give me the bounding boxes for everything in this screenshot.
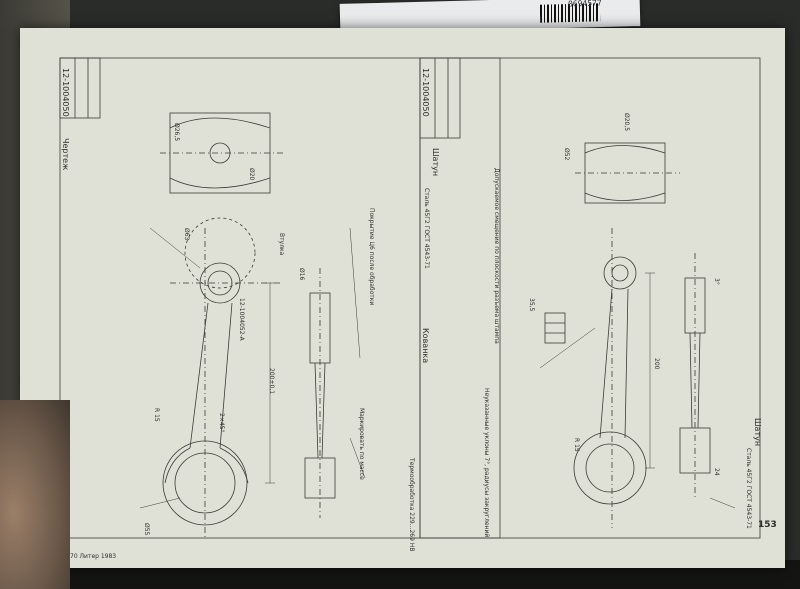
left-dim-4: R 15 <box>153 408 160 422</box>
right-note-1: Допускаемое смещение по плоскости разъем… <box>493 168 500 344</box>
left-dim-6: 2×45° <box>218 413 225 433</box>
left-note-2: Термообработка 229...269 НВ <box>408 458 415 552</box>
page-number: 153 <box>758 520 777 530</box>
left-rod-side-view <box>304 268 336 518</box>
right-dim-7: 24 <box>713 468 720 476</box>
left-dim-2: Ø20 <box>248 168 255 181</box>
hand-holding-sheet <box>0 400 70 589</box>
right-dim-5: 3° <box>713 278 720 285</box>
left-dim-5: Ø55 <box>143 523 150 536</box>
left-drawing-number: 12-1004050 <box>61 68 70 117</box>
left-detail-number: 12-1004052-А <box>238 298 245 341</box>
right-note-2: Неуказанные уклоны 7°, радиусы закруглен… <box>483 388 490 538</box>
right-dim-1: Ø52 <box>563 148 570 161</box>
left-title: Шатун <box>431 148 440 177</box>
drawing-sheet: 12-1004050 Чертеж Шатун Сталь 45Г2 ГОСТ … <box>20 28 785 568</box>
left-title-block <box>59 57 101 119</box>
right-rod-side-view <box>679 253 711 498</box>
left-material: Сталь 45Г2 ГОСТ 4543-71 <box>423 188 430 269</box>
right-drawing-number: 12-1004050 <box>421 68 430 117</box>
right-side-label: Кованка <box>421 328 430 364</box>
right-dim-3: 200 <box>653 358 660 370</box>
right-title: Шатун <box>753 418 762 447</box>
right-dim-2: Ø20,5 <box>623 113 630 132</box>
technical-drawings <box>59 57 761 539</box>
left-frame <box>59 57 501 539</box>
left-side-label: Чертеж <box>61 138 70 171</box>
right-frame <box>419 57 761 539</box>
left-dim-8: Ø26,5 <box>173 123 180 142</box>
left-note-1: Покрытие Ц6 после обработки <box>368 208 375 306</box>
sheet-footer: 70 Литер 1983 <box>70 553 117 560</box>
left-dim-3: 200±0,1 <box>268 368 275 395</box>
right-dim-6: 35,5 <box>528 298 535 312</box>
left-note-3: Маркировать по массе <box>358 408 365 480</box>
right-dim-4: R 15 <box>573 438 580 452</box>
barcode-number: 0694577 <box>567 0 602 9</box>
left-bushing-label: Втулка <box>278 233 285 256</box>
right-rod-top-section <box>575 142 680 204</box>
left-rod-top-section <box>160 112 285 194</box>
left-dim-1: Ø63 <box>183 228 190 241</box>
right-rod-main-view <box>573 228 647 528</box>
right-material: Сталь 45Г2 ГОСТ 4543-71 <box>745 448 752 529</box>
left-dim-7: Ø16 <box>298 268 305 281</box>
left-rod-main-view <box>162 217 280 538</box>
right-title-block <box>419 57 461 139</box>
right-small-section <box>544 312 566 344</box>
